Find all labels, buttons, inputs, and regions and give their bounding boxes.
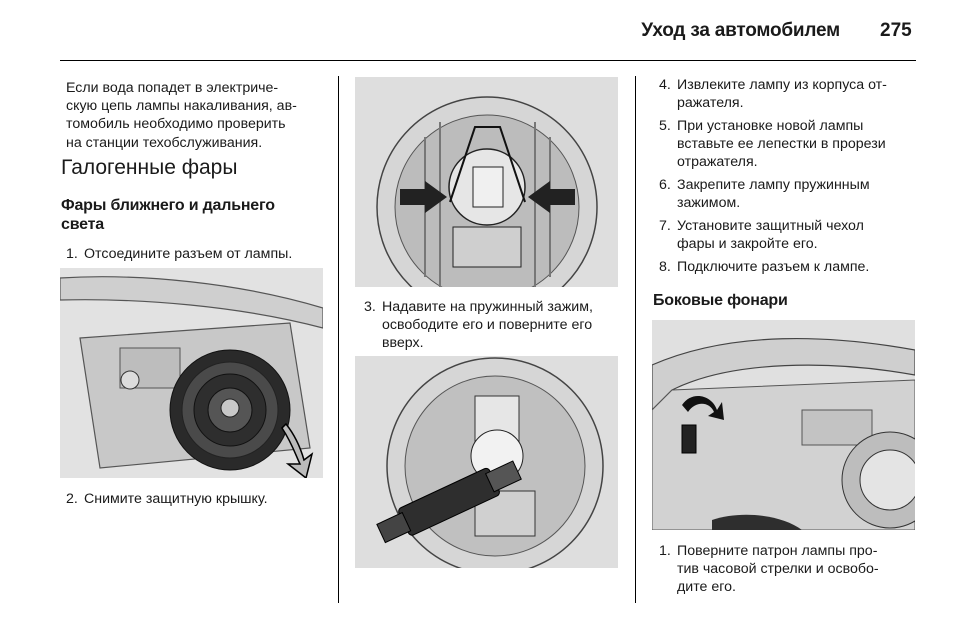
- step-text: Закрепите лампу пружинным зажимом.: [677, 177, 870, 212]
- step-4: 4. Извлеките лампу из корпуса от- ражате…: [659, 76, 921, 112]
- column-divider-1: [338, 76, 339, 603]
- step-text: Извлеките лампу из корпуса от- ражателя.: [677, 77, 887, 112]
- step-7: 7. Установите защитный чехол фары и закр…: [659, 217, 921, 253]
- step-number: 8.: [659, 259, 671, 275]
- step-text: Подключите разъем к лампе.: [677, 259, 870, 275]
- step-text: Снимите защитную крышку.: [84, 491, 268, 507]
- intro-paragraph: Если вода попадет в электриче- скую цепь…: [66, 80, 297, 151]
- page-number: 275: [880, 20, 912, 41]
- step-number: 4.: [659, 77, 671, 93]
- step-text: Поверните патрон лампы про- тив часовой …: [677, 543, 879, 596]
- step-number: 1.: [659, 543, 671, 559]
- step-2: 2. Снимите защитную крышку.: [66, 490, 331, 508]
- side-light-illustration: [652, 320, 915, 530]
- headlamp-cover-illustration: [60, 268, 323, 478]
- step-number: 3.: [364, 299, 376, 315]
- step-number: 1.: [66, 246, 78, 262]
- step-3: 3. Надавите на пружинный зажим, освободи…: [364, 298, 629, 353]
- side-light-drawing: [652, 320, 915, 530]
- spring-clip-drawing: [355, 77, 618, 287]
- step-number: 7.: [659, 218, 671, 234]
- step-number: 6.: [659, 177, 671, 193]
- bulb-removal-illustration: [355, 356, 618, 568]
- step-text: Отсоедините разъем от лампы.: [84, 246, 293, 262]
- step-1: 1. Отсоедините разъем от лампы.: [66, 245, 331, 263]
- step-number: 2.: [66, 491, 78, 507]
- subsection-heading: Фары ближнего и дальнего света: [61, 197, 275, 233]
- section-heading: Галогенные фары: [61, 156, 238, 179]
- step-text: Надавите на пружинный зажим, освободите …: [382, 299, 593, 352]
- step-text: Установите защитный чехол фары и закройт…: [677, 218, 864, 253]
- step-text: При установке новой лампы вставьте ее ле…: [677, 118, 886, 171]
- side-lights-heading: Боковые фонари: [653, 292, 788, 309]
- step-8: 8. Подключите разъем к лампе.: [659, 258, 921, 276]
- step-number: 5.: [659, 118, 671, 134]
- spring-clip-illustration: [355, 77, 618, 287]
- side-light-step-1: 1. Поверните патрон лампы про- тив часов…: [659, 542, 921, 597]
- step-5: 5. При установке новой лампы вставьте ее…: [659, 117, 921, 172]
- step-6: 6. Закрепите лампу пружинным зажимом.: [659, 176, 921, 212]
- header-rule: [60, 60, 916, 61]
- headlamp-cover-drawing: [60, 268, 323, 478]
- section-title: Уход за автомобилем: [641, 20, 840, 41]
- bulb-removal-drawing: [355, 356, 618, 568]
- column-divider-2: [635, 76, 636, 603]
